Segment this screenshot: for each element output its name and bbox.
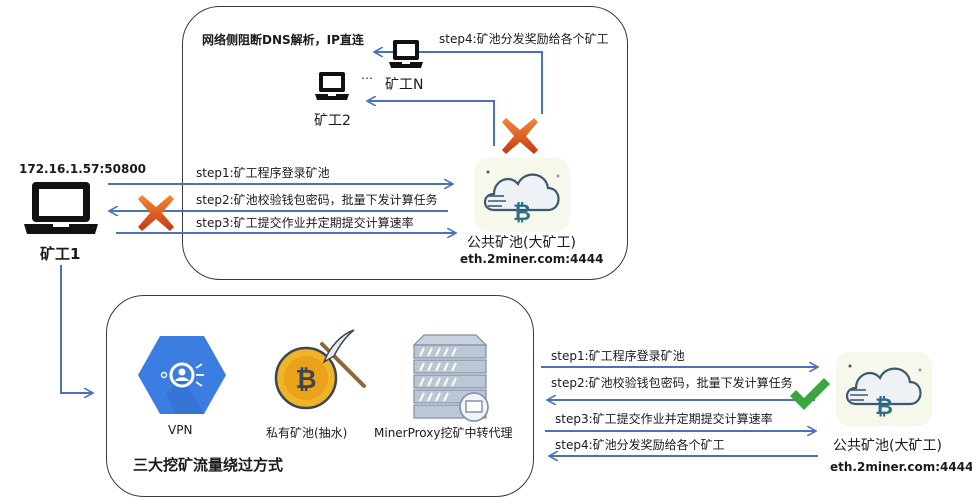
blocked-cross-icon bbox=[138, 195, 174, 231]
server-rack-icon bbox=[412, 334, 489, 422]
method-label-private-pool: 私有矿池(抽水) bbox=[266, 426, 348, 440]
right-step1-label: step1:矿工程序登录矿池 bbox=[551, 349, 685, 363]
right-pool-host: eth.2miner.com:4444 bbox=[830, 460, 972, 474]
ellipsis: … bbox=[361, 68, 373, 82]
vpn-hexagon-icon bbox=[138, 336, 226, 414]
method-label-minerproxy: MinerProxy挖矿中转代理 bbox=[374, 426, 513, 440]
top-step1-label: step1:矿工程序登录矿池 bbox=[196, 166, 330, 180]
method-label-vpn: VPN bbox=[168, 423, 193, 437]
cloud-bitcoin-pool-icon: ₿ bbox=[474, 158, 570, 232]
dns-block-title: 网络侧阻断DNS解析，IP直连 bbox=[202, 33, 364, 47]
cloud-bitcoin-pool-icon: ₿ bbox=[836, 352, 932, 426]
top-pool-label: 公共矿池(大矿工) bbox=[467, 235, 576, 251]
svg-text:₿: ₿ bbox=[513, 201, 531, 226]
miner-2-label: 矿工2 bbox=[314, 113, 351, 129]
laptop-icon bbox=[315, 72, 349, 100]
top-step2-label: step2:矿池校验钱包密码，批量下发计算任务 bbox=[196, 193, 438, 207]
blocked-cross-icon bbox=[502, 118, 538, 154]
top-step4-label: step4:矿池分发奖励给各个矿工 bbox=[439, 32, 609, 46]
right-step2-label: step2:矿池校验钱包密码，批量下发计算任务 bbox=[551, 376, 793, 390]
top-pool-host: eth.2miner.com:4444 bbox=[460, 252, 604, 266]
success-check-icon bbox=[790, 378, 830, 410]
laptop-icon bbox=[24, 182, 98, 234]
right-step4-label: step4:矿池分发奖励给各个矿工 bbox=[555, 438, 725, 452]
laptop-icon bbox=[389, 40, 423, 68]
bitcoin-pickaxe-icon: ₿ bbox=[274, 329, 366, 410]
miner1-ip: 172.16.1.57:50800 bbox=[19, 162, 147, 176]
miner-n-label: 矿工N bbox=[385, 77, 424, 93]
bypass-methods-title: 三大挖矿流量绕过方式 bbox=[133, 456, 284, 474]
svg-text:₿: ₿ bbox=[875, 395, 893, 420]
miner1-label: 矿工1 bbox=[40, 245, 81, 263]
svg-text:₿: ₿ bbox=[295, 365, 316, 395]
top-step3-label: step3:矿工提交作业并定期提交计算速率 bbox=[196, 216, 414, 230]
right-pool-label: 公共矿池(大矿工) bbox=[833, 438, 942, 454]
right-step3-label: step3:矿工提交作业并定期提交计算速率 bbox=[555, 412, 773, 426]
